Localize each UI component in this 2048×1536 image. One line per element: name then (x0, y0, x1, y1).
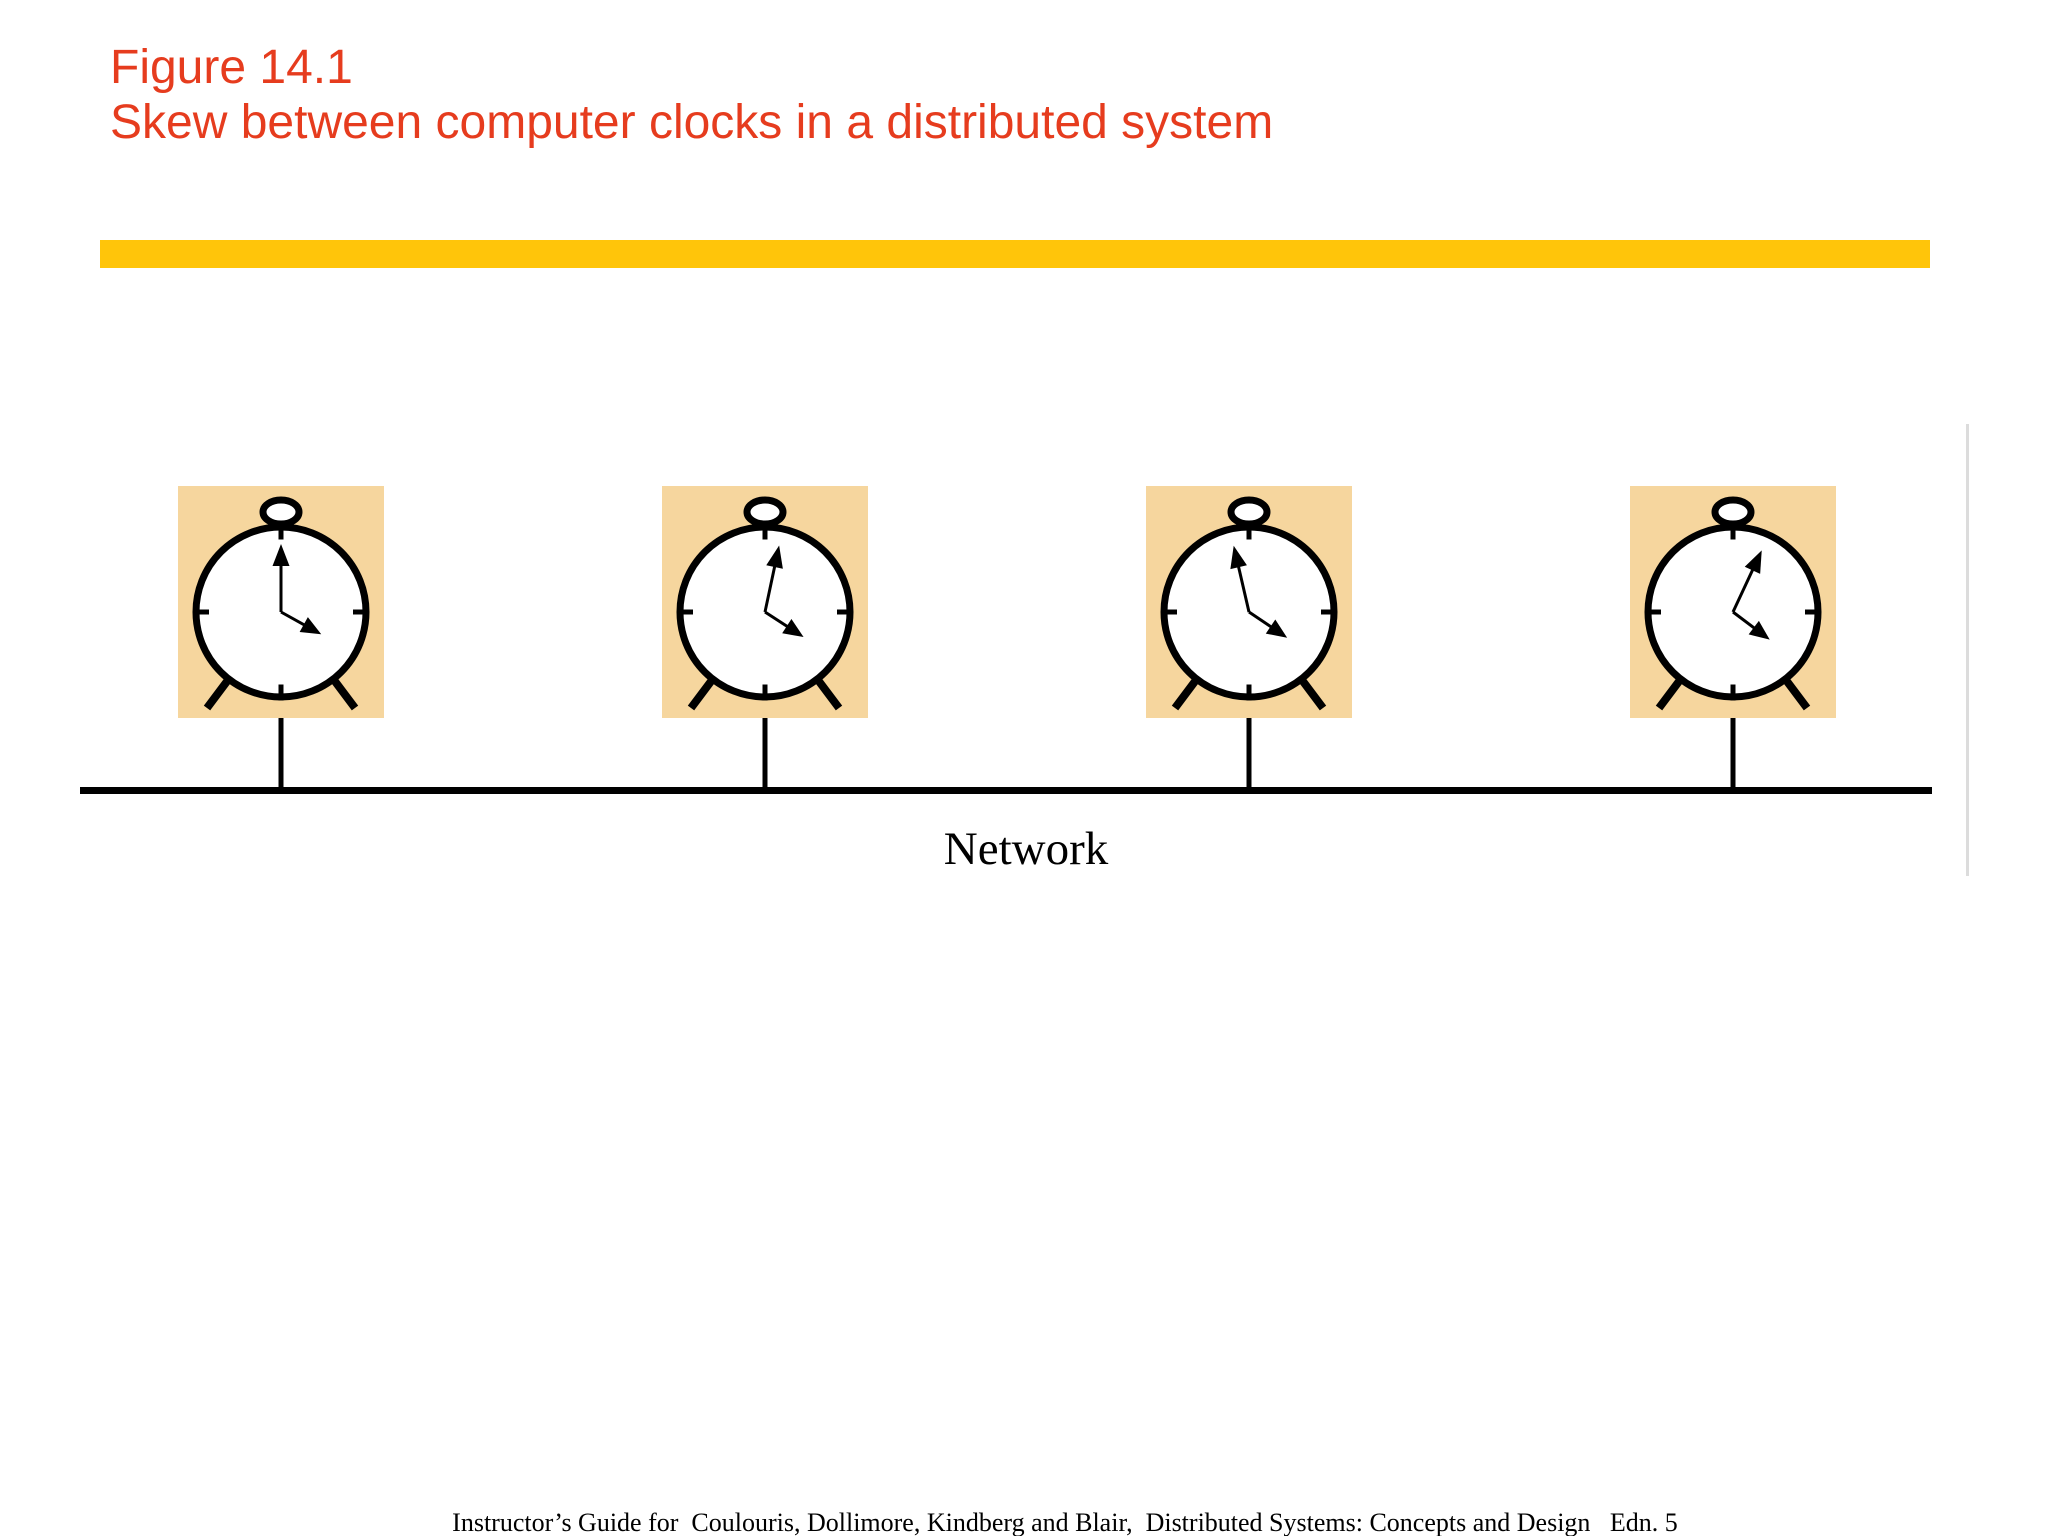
hour-hand (1248, 610, 1288, 638)
network-drop-line (278, 718, 284, 788)
minute-hand (763, 545, 783, 613)
figure-caption: Skew between computer clocks in a distri… (110, 96, 1274, 149)
network-drop-line (1246, 718, 1252, 788)
footer-credit-line: Instructor’s Guide for Coulouris, Dollim… (452, 1508, 1678, 1536)
right-foot (1298, 677, 1327, 711)
tick-9 (1161, 609, 1177, 615)
alarm-clock-4 (1630, 486, 1836, 788)
tick-3 (837, 609, 853, 615)
minute-hand (1731, 550, 1762, 613)
tick-9 (193, 609, 209, 615)
hour-hand (280, 610, 322, 635)
bell-ring-icon (1227, 496, 1271, 528)
tick-6 (762, 684, 768, 701)
right-edge-artifact-line (1966, 424, 1969, 876)
network-drop-line (762, 718, 768, 788)
left-foot (1171, 677, 1200, 711)
left-foot (1655, 677, 1684, 711)
hour-hand (764, 610, 804, 638)
network-line (80, 787, 1932, 794)
slide-title: Figure 14.1 Skew between computer clocks… (110, 40, 1273, 150)
right-foot (814, 677, 843, 711)
alarm-clock-1 (178, 486, 384, 788)
minute-hand (272, 544, 290, 612)
tick-12 (1246, 523, 1252, 540)
network-drop-line (1730, 718, 1736, 788)
alarm-clock-3 (1146, 486, 1352, 788)
title-divider-bar (100, 240, 1930, 268)
figure-number: Figure 14.1 (110, 41, 353, 94)
right-foot (330, 677, 359, 711)
tick-6 (278, 684, 284, 701)
tick-12 (278, 523, 284, 540)
tick-6 (1730, 684, 1736, 701)
bell-ring-icon (259, 496, 303, 528)
network-label: Network (943, 823, 1109, 875)
bell-ring-icon (743, 496, 787, 528)
tick-9 (1645, 609, 1661, 615)
tick-3 (1805, 609, 1821, 615)
tick-3 (1321, 609, 1337, 615)
tick-12 (762, 523, 768, 540)
left-foot (203, 677, 232, 711)
bell-ring-icon (1711, 496, 1755, 528)
minute-hand (1230, 545, 1251, 613)
footer: Instructor’s Guide for Coulouris, Dollim… (82, 1443, 2048, 1536)
tick-9 (677, 609, 693, 615)
tick-6 (1246, 684, 1252, 701)
tick-12 (1730, 523, 1736, 540)
tick-3 (353, 609, 369, 615)
hour-hand (1732, 610, 1770, 640)
right-foot (1782, 677, 1811, 711)
alarm-clock-2 (662, 486, 868, 788)
left-foot (687, 677, 716, 711)
